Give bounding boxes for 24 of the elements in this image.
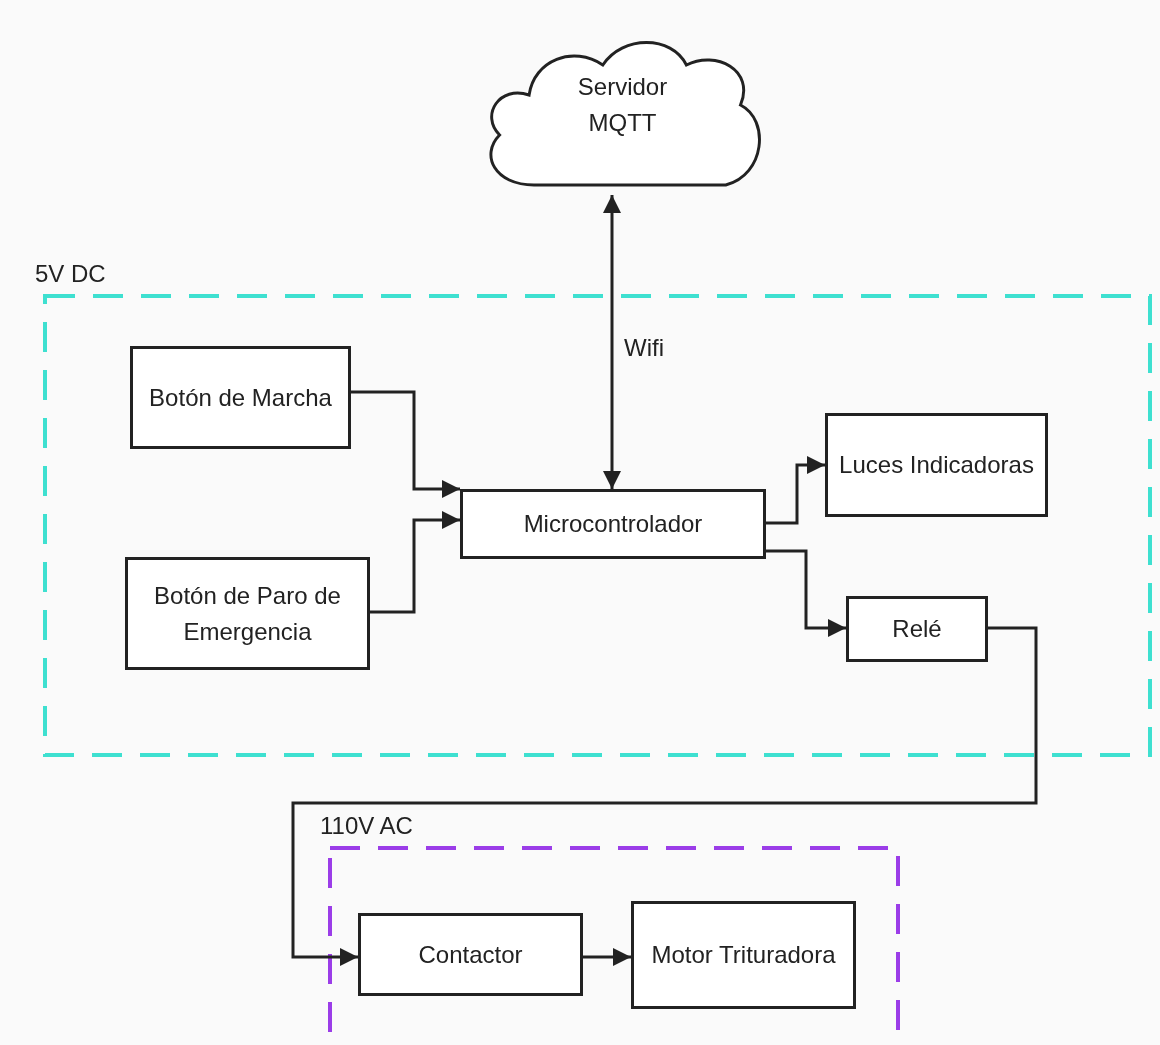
connector-arrow (766, 549, 846, 637)
connector-arrow (351, 390, 460, 498)
connector-arrow (370, 511, 460, 614)
process-box (846, 596, 988, 662)
box-label: Botón de Marcha (149, 382, 332, 413)
connector-arrow (291, 626, 1038, 966)
region-label: 5V DC (35, 259, 106, 289)
process-box (631, 901, 856, 1009)
box-label: Relé (892, 614, 942, 644)
process-box (130, 346, 351, 449)
box-label: Botón de Paro de Emergencia (153, 580, 342, 647)
box-label: Microcontrolador (523, 509, 703, 539)
process-box (125, 557, 370, 670)
box-label: Contactor (418, 939, 523, 970)
box-label: Motor Trituradora (651, 940, 836, 970)
box-label: Servidor MQTT (576, 72, 669, 138)
connector-arrow (583, 948, 631, 966)
connector-arrow (603, 195, 621, 489)
process-box (825, 413, 1048, 517)
process-box (358, 913, 583, 996)
box-label: Luces Indicadoras (839, 450, 1034, 480)
connector-arrow (766, 456, 825, 525)
region-label: 110V AC (320, 811, 413, 841)
process-box (460, 489, 766, 559)
